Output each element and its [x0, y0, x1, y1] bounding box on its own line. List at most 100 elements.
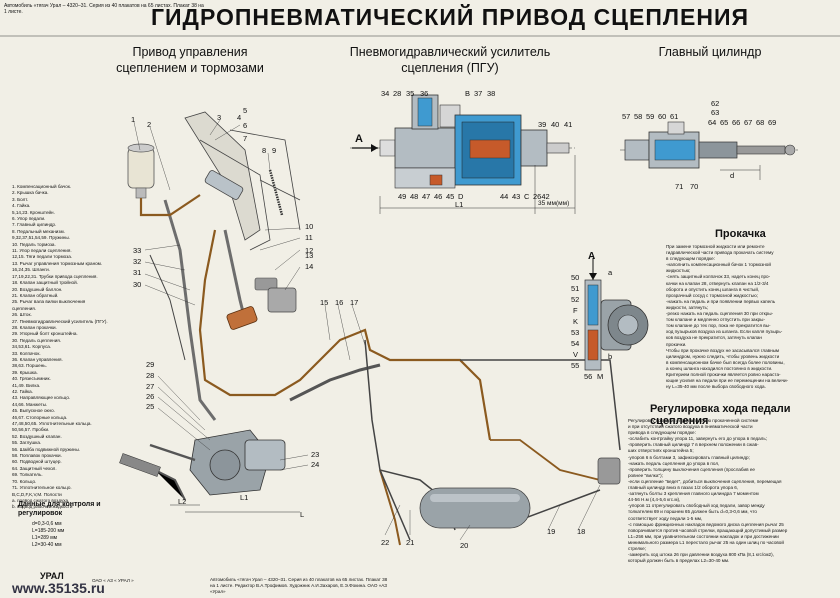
triple-valve	[597, 457, 621, 485]
brake-valve	[267, 287, 297, 313]
label-pgu-43: 43	[512, 192, 521, 201]
callout-23: 23	[311, 450, 320, 459]
label-mc-69: 69	[768, 118, 777, 127]
label-valve-55: 55	[571, 361, 580, 370]
label-pgu-b: В	[465, 89, 471, 98]
ural-logo: УРАЛ	[40, 571, 64, 581]
adjustment-title: Регулировка хода педали сцепления	[650, 403, 791, 427]
label-mc-71: 71	[675, 182, 684, 191]
air-hose	[289, 363, 381, 402]
callout-3: 3	[217, 113, 222, 122]
footer-brand: ОАО « АЗ « УРАЛ »	[92, 578, 134, 583]
dimension-35mm: 35 мм(мм)	[538, 200, 570, 207]
callout-25: 25	[146, 402, 155, 411]
master-cylinder-section	[620, 121, 800, 180]
label-pgu-d: D	[458, 192, 464, 201]
label-pgu-48: 48	[410, 192, 419, 201]
dimension-l1-drive: L1	[240, 493, 249, 502]
label-mc-59: 59	[646, 112, 655, 121]
hydraulic-pipe	[198, 229, 492, 441]
callout-2: 2	[147, 120, 152, 129]
label-valve-51: 51	[571, 284, 580, 293]
adjustment-instructions: Регулировку проводить при полностью прок…	[628, 418, 788, 564]
callout-27: 27	[146, 382, 155, 391]
callout-12: 12	[305, 246, 314, 255]
label-valve-56: 56	[584, 372, 593, 381]
label-pgu-40: 40	[551, 120, 560, 129]
callout-5: 5	[243, 106, 248, 115]
label-mc-70: 70	[690, 182, 699, 191]
callout-6: 6	[243, 121, 248, 130]
label-pgu-44: 44	[500, 192, 509, 201]
callout-26: 26	[146, 392, 155, 401]
label-mc-61: 61	[670, 112, 679, 121]
label-mc-65: 65	[720, 118, 729, 127]
callout-18: 18	[577, 527, 586, 536]
label-valve-v: V	[573, 350, 579, 359]
callout-10: 10	[305, 222, 314, 231]
callout-14: 14	[305, 262, 314, 271]
label-pgu-39: 39	[538, 120, 547, 129]
label-pgu-45: 45	[446, 192, 455, 201]
label-pgu-37: 37	[474, 89, 483, 98]
control-valve-view	[584, 258, 649, 371]
label-pgu-49: 49	[398, 192, 407, 201]
label-valve-a: a	[608, 268, 613, 277]
clutch-pedal-pad	[226, 306, 258, 330]
label-valve-b: b	[608, 352, 613, 361]
label-mc-66: 66	[732, 118, 741, 127]
label-mc-60: 60	[658, 112, 667, 121]
label-mc-62: 62	[711, 99, 720, 108]
poster-meta: Автомобиль «тягач Урал – 4320–31. Серия …	[4, 3, 204, 15]
callout-33: 33	[133, 246, 142, 255]
label-pgu-41: 41	[564, 120, 573, 129]
reservoir	[127, 143, 155, 199]
pedal-bracket	[149, 111, 301, 421]
callout-32: 32	[133, 257, 142, 266]
pgu-assembly	[119, 429, 286, 501]
label-pgu-28: 28	[393, 89, 402, 98]
callout-13: 13	[305, 251, 314, 260]
bleeding-title: Прокачка	[715, 228, 766, 240]
callout-20: 20	[460, 541, 469, 550]
label-mc-58: 58	[634, 112, 643, 121]
pipe-reservoir	[139, 194, 201, 217]
callout-21: 21	[406, 538, 415, 547]
callout-22: 22	[381, 538, 390, 547]
parts-legend: 1. Компенсационный бачок.2. Крышка бачка…	[12, 184, 108, 510]
callout-7: 7	[243, 134, 248, 143]
callout-8: 8	[262, 146, 267, 155]
callout-24: 24	[311, 460, 320, 469]
callout-15: 15	[320, 298, 329, 307]
callout-29: 29	[146, 360, 155, 369]
label-pgu-36: 36	[420, 89, 429, 98]
label-valve-54: 54	[571, 339, 580, 348]
callout-17: 17	[350, 298, 359, 307]
dimension-l1-pgu: L1	[455, 200, 464, 209]
callout-19: 19	[547, 527, 556, 536]
section-title-pgu: Пневмогидравлический усилитель сцепления…	[349, 45, 551, 75]
label-valve-50: 50	[571, 273, 580, 282]
air-pipe-17	[364, 339, 381, 471]
label-valve-k: K	[573, 317, 579, 326]
callout-16: 16	[335, 298, 344, 307]
label-pgu-35: 35	[406, 89, 415, 98]
bleeding-instructions: При замене тормозной жидкости или ремонт…	[666, 244, 789, 390]
callout-30: 30	[133, 280, 142, 289]
label-pgu-2642: 2642	[533, 192, 550, 201]
dimension-l: L	[300, 510, 305, 519]
pgu-section	[350, 94, 576, 214]
dimension-l2: L2	[178, 497, 187, 506]
label-mc-67: 67	[744, 118, 753, 127]
callout-11: 11	[305, 233, 313, 242]
callout-9: 9	[272, 146, 277, 155]
footer-url: www.35135.ru	[12, 580, 105, 596]
callout-1: 1	[131, 115, 136, 124]
label-valve-f: F	[573, 306, 578, 315]
section-title-drive: Привод управления сцеплением и тормозами	[116, 45, 264, 75]
control-data-title: Данные для контроля и регулировок	[18, 501, 101, 517]
air-receiver	[419, 487, 531, 529]
footer-credits: Автомобиль «тягач Урал – 4320–31. Серия …	[210, 577, 388, 594]
label-pgu-38: 38	[487, 89, 496, 98]
